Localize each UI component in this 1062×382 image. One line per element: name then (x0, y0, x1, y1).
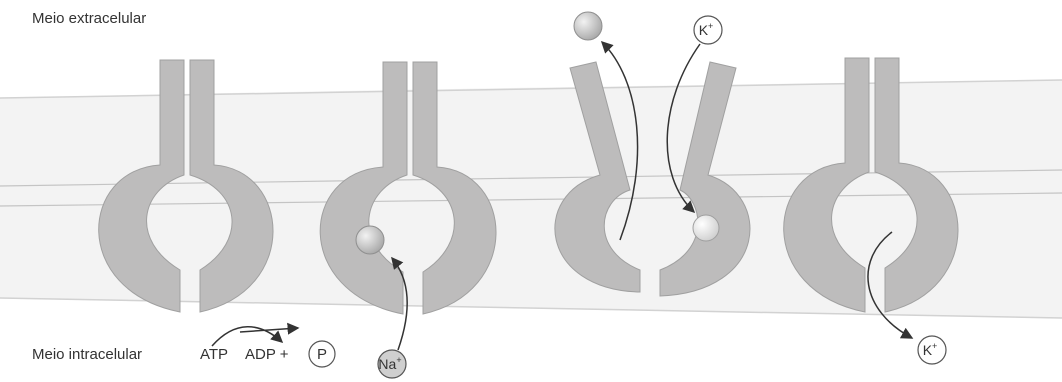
potassium-out-charge: + (708, 21, 713, 31)
sodium-symbol: Na (378, 356, 396, 372)
sodium-ion-bound-sphere (356, 226, 384, 254)
intracellular-label: Meio intracelular (32, 346, 142, 363)
extracellular-label: Meio extracelular (32, 10, 146, 27)
phosphate-label: P (317, 346, 327, 363)
potassium-ion-bound-sphere (693, 215, 719, 241)
sodium-ion-circle: Na+ (378, 350, 406, 378)
phosphate-circle: P (309, 341, 335, 367)
sodium-ion-released-sphere (574, 12, 602, 40)
potassium-in-charge: + (932, 341, 937, 351)
atp-label: ATP (200, 346, 228, 363)
sodium-charge: + (396, 355, 401, 365)
potassium-intracellular-circle: K+ (918, 336, 946, 364)
potassium-extracellular-circle: K+ (694, 16, 722, 44)
phosphate-transfer-arrow (240, 328, 298, 332)
adp-label: ADP + (245, 346, 289, 363)
